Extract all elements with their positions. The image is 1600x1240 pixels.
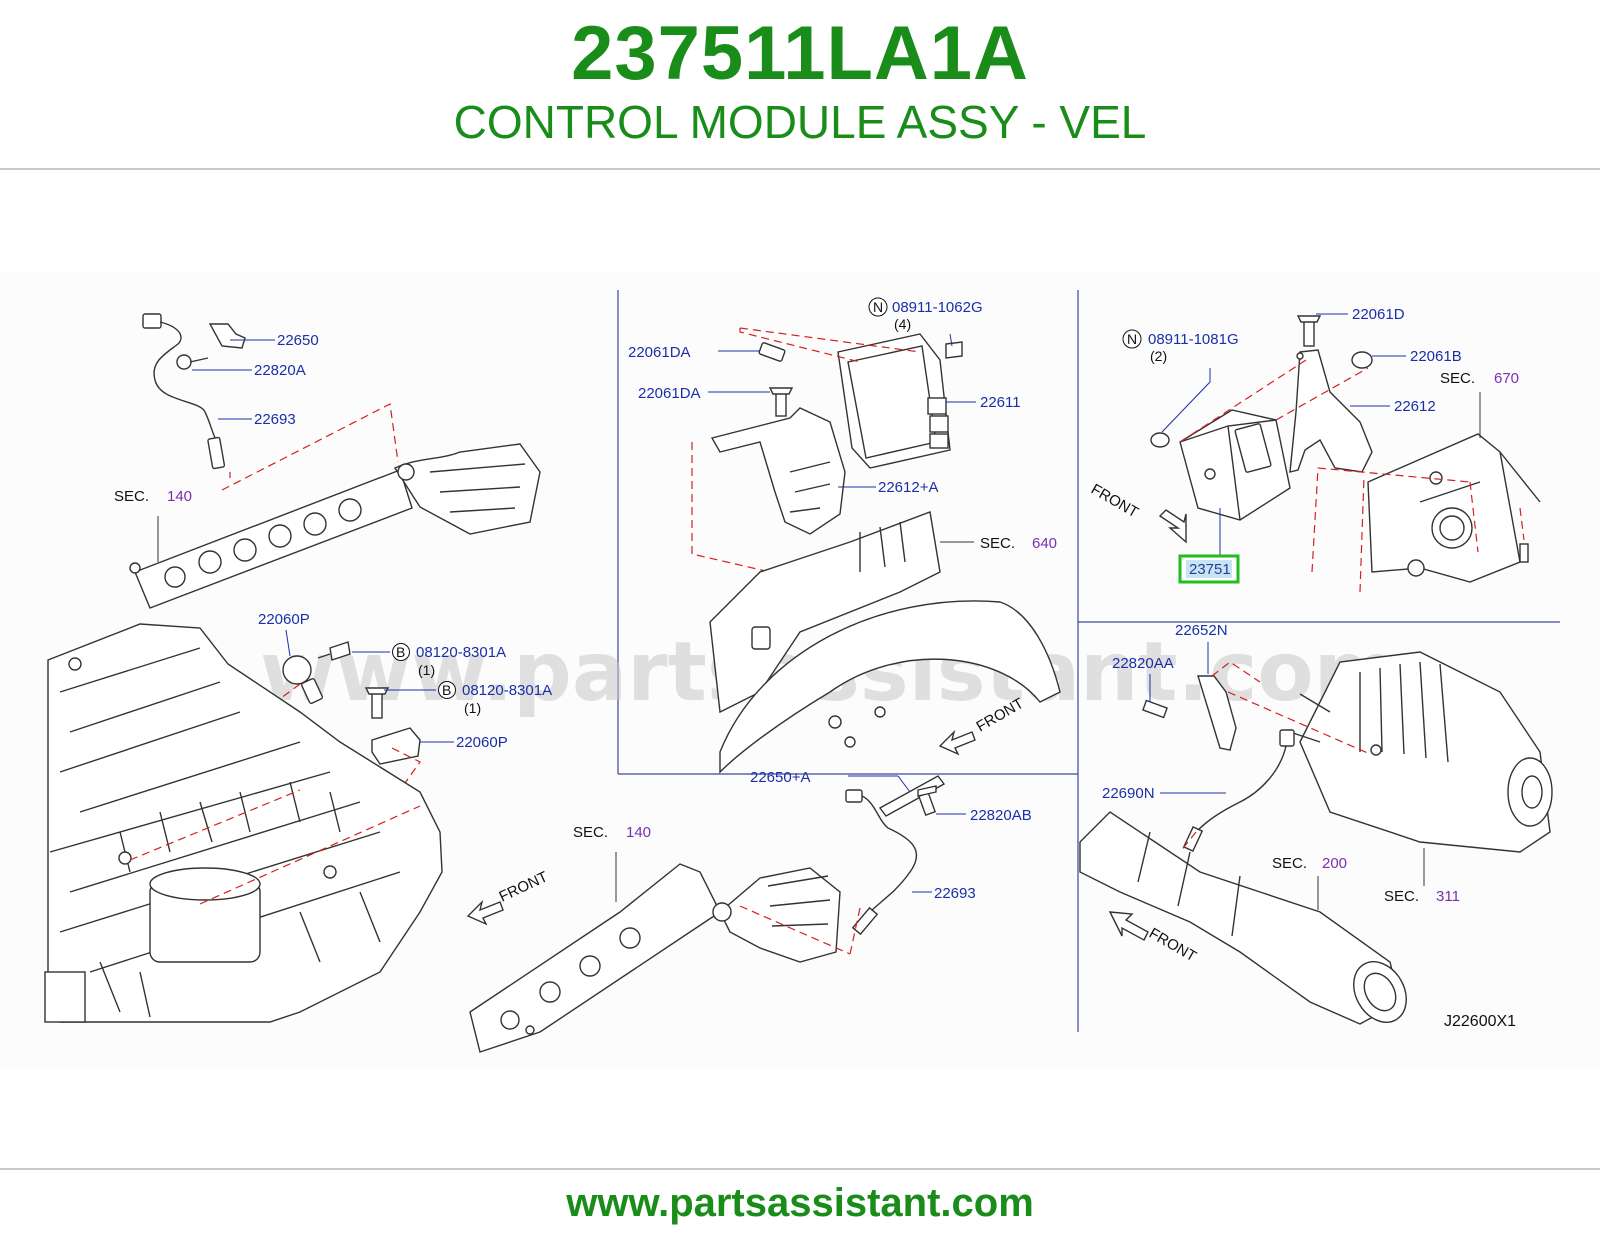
sec-number-640: 640 <box>1032 535 1057 552</box>
nut-symbol-n-1081 <box>1122 329 1142 349</box>
nut-symbol-n-1062 <box>868 297 888 317</box>
sec-label-140-lower: SEC. <box>573 824 608 841</box>
panel-frames <box>617 290 1560 1032</box>
callout-22611: 22611 <box>980 394 1021 411</box>
leader-08911-1062G <box>949 333 953 347</box>
o2-sensor-lower-drawing <box>845 775 946 936</box>
callout-22061DA-2: 22061DA <box>638 385 701 402</box>
sec-label-311: SEC. <box>1384 888 1419 905</box>
callout-line-manifold-upper <box>221 403 399 491</box>
rear-o2-sensor-22690n-drawing <box>1142 675 1295 853</box>
ecm-module-22611-drawing <box>837 333 963 469</box>
footer-site-url[interactable]: www.partsassistant.com <box>566 1181 1034 1225</box>
callout-23751[interactable]: 23751 <box>1189 561 1231 578</box>
callout-22060P-top: 22060P <box>258 611 310 628</box>
vel-control-module-23751-drawing <box>1150 409 1291 521</box>
body-panel-670-drawing <box>1367 433 1541 583</box>
header: 237511LA1A CONTROL MODULE ASSY - VEL <box>0 0 1600 168</box>
callout-22690N: 22690N <box>1102 785 1155 802</box>
callout-22693-upper: 22693 <box>254 411 296 428</box>
front-arrow-middle-icon <box>938 729 976 756</box>
callout-08911-1062G: 08911-1062G <box>892 299 983 316</box>
qty-08911-1062G: (4) <box>894 316 911 332</box>
sec-number-200: 200 <box>1322 855 1347 872</box>
front-arrow-right-bottom-icon <box>1108 911 1149 941</box>
part-number: 237511LA1A <box>571 11 1029 96</box>
callout-22061B: 22061B <box>1410 348 1462 365</box>
callout-line-ecm <box>691 327 921 603</box>
leader-22060P-top <box>285 629 291 657</box>
front-label-right-top: FRONT <box>1088 481 1141 522</box>
front-arrow-right-top-icon <box>1158 509 1187 544</box>
callout-22652N: 22652N <box>1175 622 1228 639</box>
leader-08911-1081G <box>1161 368 1211 433</box>
front-label-right-bottom: FRONT <box>1146 925 1199 966</box>
callout-line-vel <box>1179 359 1525 593</box>
symbol-b-a: B <box>396 644 405 660</box>
front-label-left: FRONT <box>497 868 551 905</box>
highlight-fill-23751 <box>1186 560 1232 578</box>
diagram-code: J22600X1 <box>1444 1013 1516 1030</box>
callout-22650+A: 22650+A <box>750 769 810 786</box>
parts-diagram: www.partsassistant.com 22650 22820A 2269… <box>0 272 1600 1068</box>
symbol-n-1081: N <box>1127 331 1137 347</box>
sec-label-140-upper: SEC. <box>114 488 149 505</box>
callout-08120-8301A-b: 08120-8301A <box>462 682 552 699</box>
front-arrow-left-icon <box>466 899 504 926</box>
callout-22612+A: 22612+A <box>878 479 938 496</box>
exhaust-manifold-lower-drawing <box>469 863 841 1053</box>
sec-number-140-upper: 140 <box>167 488 192 505</box>
callout-22061DA-1: 22061DA <box>628 344 691 361</box>
sec-label-200: SEC. <box>1272 855 1307 872</box>
knock-sensor-drawing <box>282 641 421 765</box>
callout-22820A: 22820A <box>254 362 306 379</box>
bolt-symbol-b-b <box>438 681 456 699</box>
ecm-bracket-drawing <box>710 342 846 535</box>
callout-22820AB: 22820AB <box>970 807 1032 824</box>
sec-label-640: SEC. <box>980 535 1015 552</box>
callout-line-rear-o2 <box>1179 661 1371 853</box>
header-divider <box>0 168 1600 170</box>
body-panel-640-drawing <box>709 511 1061 774</box>
qty-08911-1081G: (2) <box>1150 348 1167 364</box>
callout-08120-8301A-a: 08120-8301A <box>416 644 506 661</box>
sec-number-140-lower: 140 <box>626 824 651 841</box>
transmission-drawing <box>1289 651 1553 853</box>
exhaust-manifold-upper-drawing <box>129 443 541 609</box>
callout-22693-lower: 22693 <box>934 885 976 902</box>
sec-number-311: 311 <box>1436 888 1460 905</box>
callout-22061D: 22061D <box>1352 306 1405 323</box>
qty-08120-8301A-b: (1) <box>464 700 481 716</box>
part-title: CONTROL MODULE ASSY - VEL <box>453 96 1147 148</box>
exhaust-converter-drawing <box>1079 811 1407 1025</box>
footer-divider <box>0 1168 1600 1170</box>
callout-22060P-bottom: 22060P <box>456 734 508 751</box>
bolt-symbol-b-a <box>392 643 410 661</box>
callout-22650: 22650 <box>277 332 319 349</box>
callout-22612: 22612 <box>1394 398 1436 415</box>
leader-22650A-tail <box>897 775 911 793</box>
vel-bracket-22612-drawing <box>1289 315 1373 473</box>
sec-number-670: 670 <box>1494 370 1519 387</box>
callout-line-engine <box>129 789 421 905</box>
o2-sensor-upper-drawing <box>142 313 246 470</box>
symbol-n-1062: N <box>873 299 883 315</box>
callout-line-manifold-lower <box>739 905 861 955</box>
symbol-b-b: B <box>442 682 451 698</box>
callout-08911-1081G: 08911-1081G <box>1148 331 1239 348</box>
sec-label-670: SEC. <box>1440 370 1475 387</box>
callout-22820AA: 22820AA <box>1112 655 1174 672</box>
qty-08120-8301A-a: (1) <box>418 662 435 678</box>
diagram-canvas: www.partsassistant.com 22650 22820A 2269… <box>44 290 1560 1053</box>
engine-block-drawing <box>44 623 443 1023</box>
